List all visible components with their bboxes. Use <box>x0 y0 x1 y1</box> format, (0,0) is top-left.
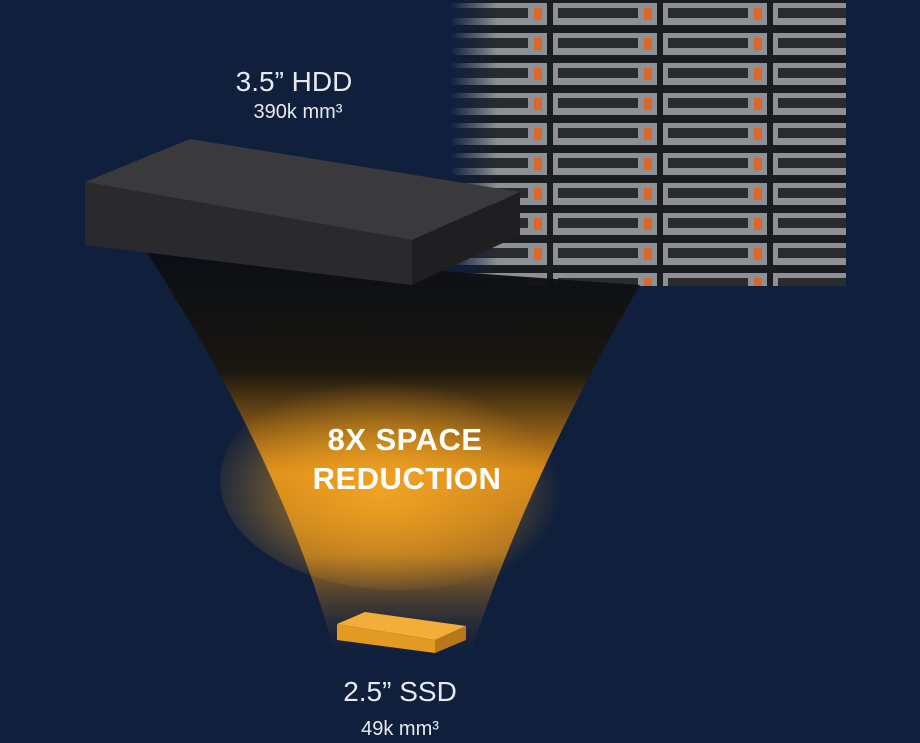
hdd-block <box>85 139 520 285</box>
reduction-line-1: 8X SPACE <box>327 422 483 457</box>
ssd-block <box>337 612 466 653</box>
hdd-volume: 390k mm³ <box>253 101 343 123</box>
server-rack-photo <box>450 0 846 286</box>
hdd-title: 3.5” HDD <box>235 66 353 97</box>
ssd-volume: 49k mm³ <box>361 718 439 740</box>
reduction-line-2: REDUCTION <box>312 461 502 496</box>
funnel-glow <box>220 370 580 590</box>
ssd-title: 2.5” SSD <box>343 676 457 707</box>
